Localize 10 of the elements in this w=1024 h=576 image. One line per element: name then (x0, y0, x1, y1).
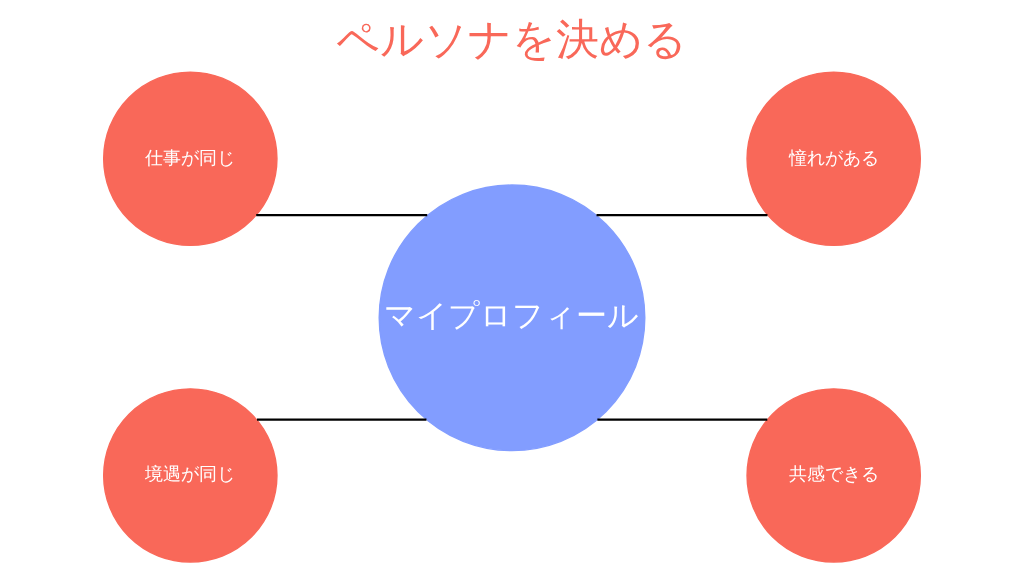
node-circle: マイプロフィール (378, 184, 646, 452)
node-circle: 憧れがある (746, 71, 922, 247)
node-circle: 仕事が同じ (102, 71, 278, 247)
node-circle: 共感できる (746, 388, 922, 563)
node-circle: 境遇が同じ (102, 388, 278, 563)
connector (596, 214, 768, 217)
diagram-title: ペルソナを決める (336, 13, 688, 64)
connector (256, 214, 428, 217)
connector (256, 418, 427, 421)
connector (597, 418, 768, 421)
